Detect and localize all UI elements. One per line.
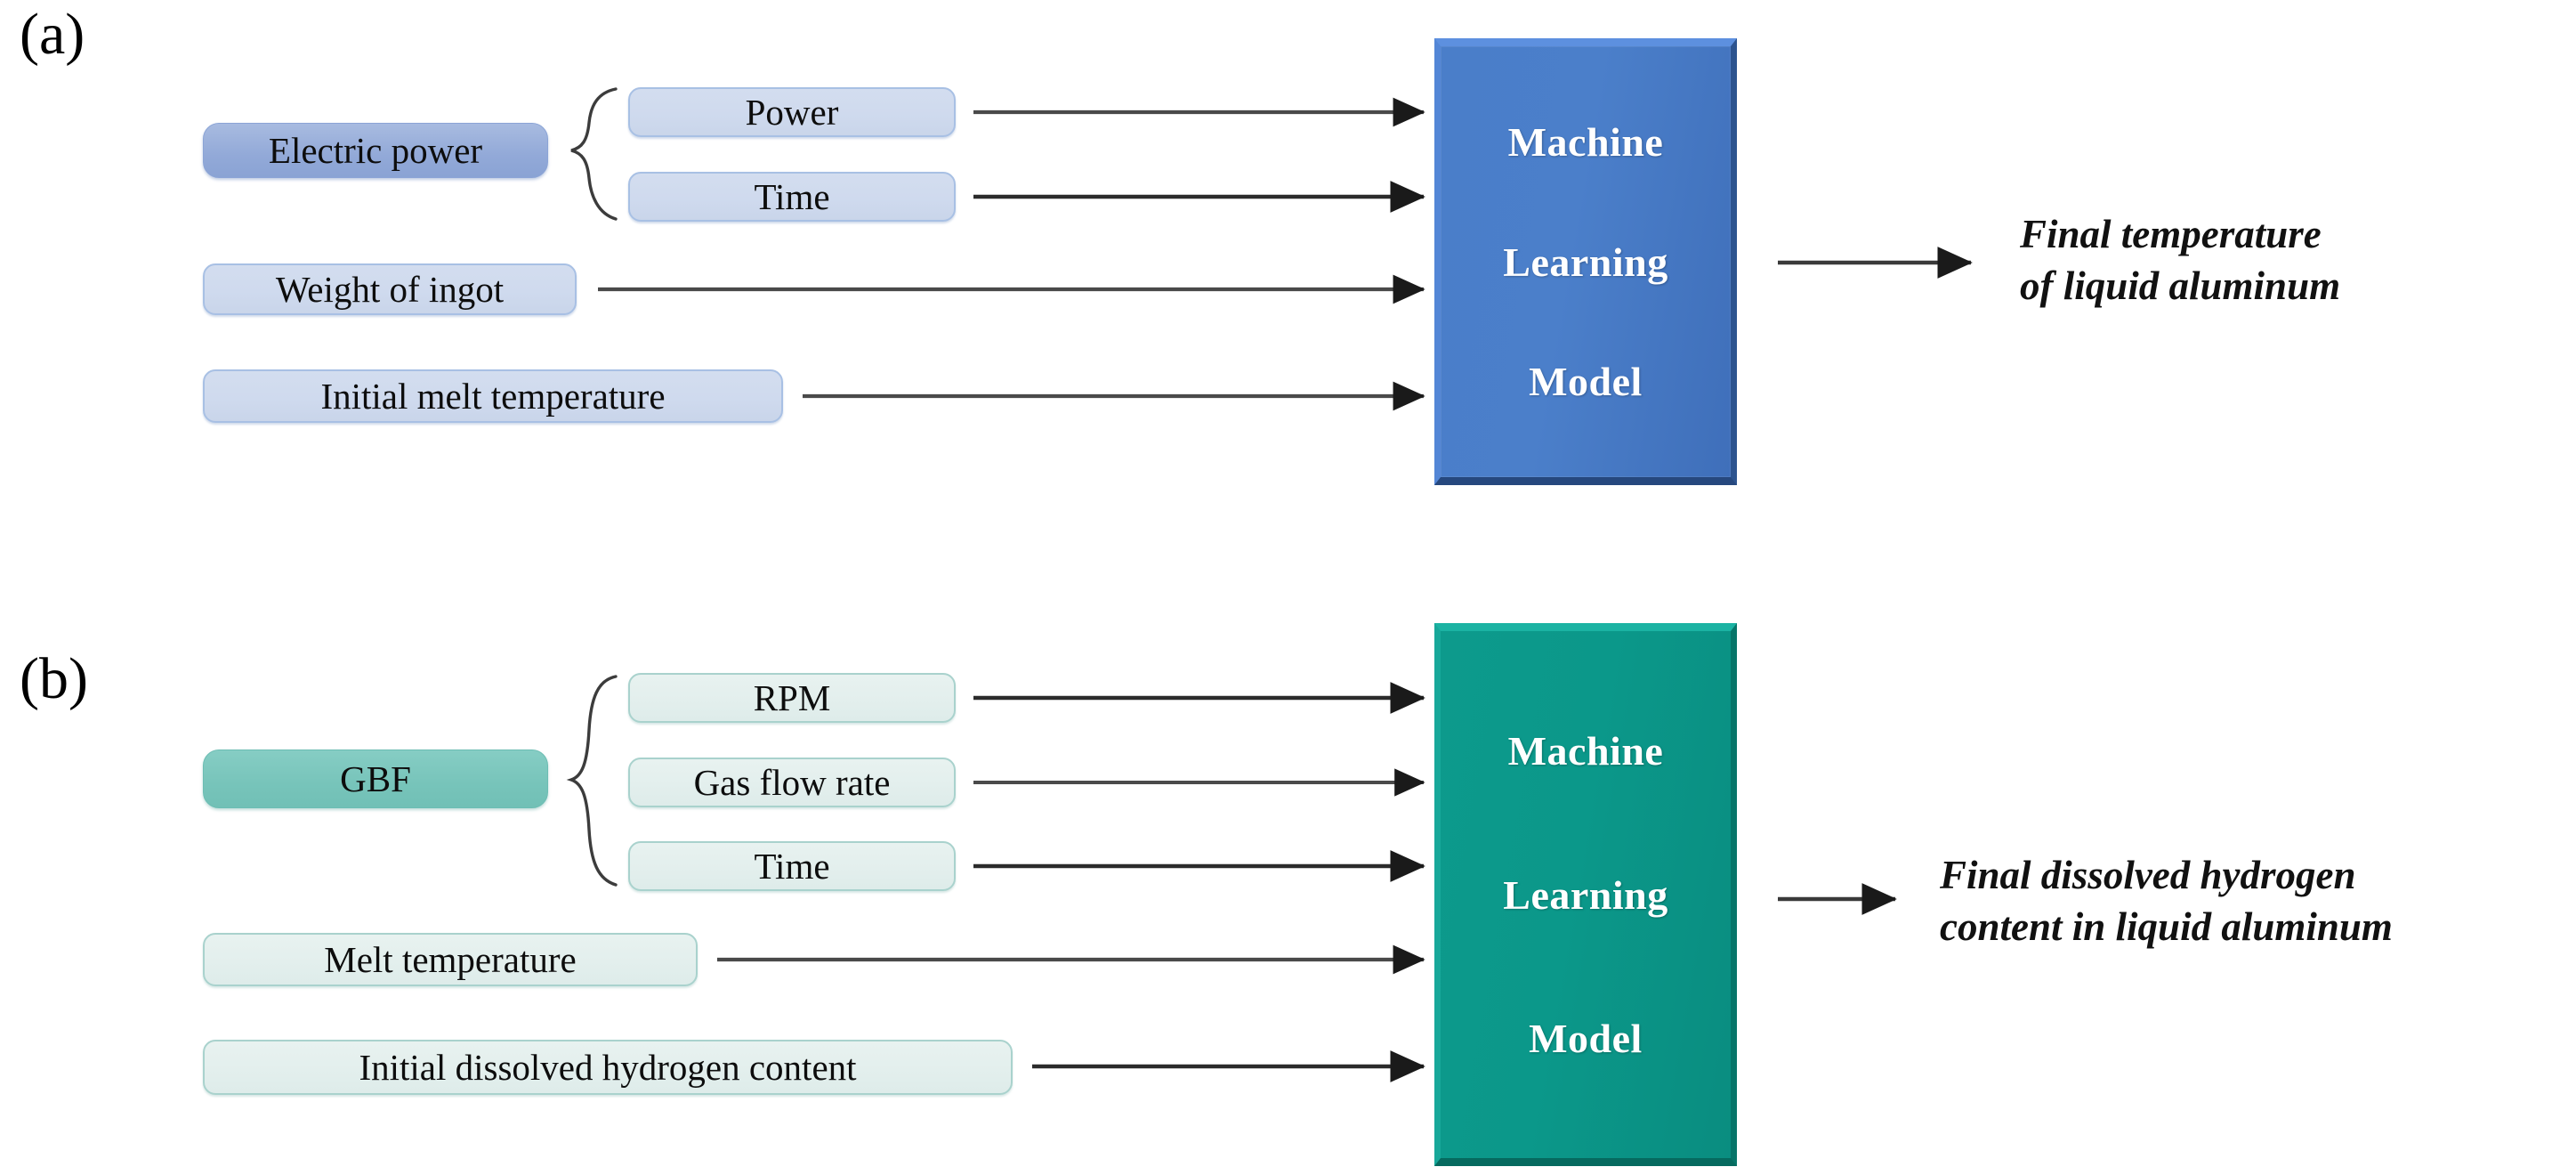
input-weight-of-ingot[interactable]: Weight of ingot: [203, 263, 577, 315]
model-line-machine: Machine: [1507, 119, 1664, 166]
machine-learning-model-a: Machine Learning Model: [1434, 38, 1737, 485]
model-line-model-b: Model: [1529, 1015, 1643, 1061]
model-line-machine-b: Machine: [1507, 728, 1664, 774]
input-melt-temperature[interactable]: Melt temperature: [203, 933, 698, 986]
input-time[interactable]: Time: [628, 172, 956, 222]
input-initial-melt-temperature[interactable]: Initial melt temperature: [203, 369, 783, 423]
input-power[interactable]: Power: [628, 87, 956, 137]
input-gbf[interactable]: GBF: [203, 750, 548, 808]
input-gas-flow-rate[interactable]: Gas flow rate: [628, 758, 956, 807]
panel-b-label: (b): [20, 646, 88, 711]
output-label-b: Final dissolved hydrogen content in liqu…: [1940, 853, 2393, 949]
model-line-model: Model: [1529, 358, 1643, 404]
model-line-learning-b: Learning: [1503, 871, 1668, 918]
input-initial-dissolved-hydrogen-content[interactable]: Initial dissolved hydrogen content: [203, 1040, 1013, 1095]
machine-learning-model-b: Machine Learning Model: [1434, 623, 1737, 1166]
input-electric-power[interactable]: Electric power: [203, 123, 548, 178]
panel-a-label: (a): [20, 2, 85, 67]
output-label-a: Final temperature of liquid aluminum: [2020, 212, 2341, 308]
input-time-b[interactable]: Time: [628, 841, 956, 891]
brace-electric-power: [570, 87, 618, 221]
model-line-learning: Learning: [1503, 239, 1668, 285]
input-rpm[interactable]: RPM: [628, 673, 956, 723]
brace-gbf: [566, 675, 618, 887]
